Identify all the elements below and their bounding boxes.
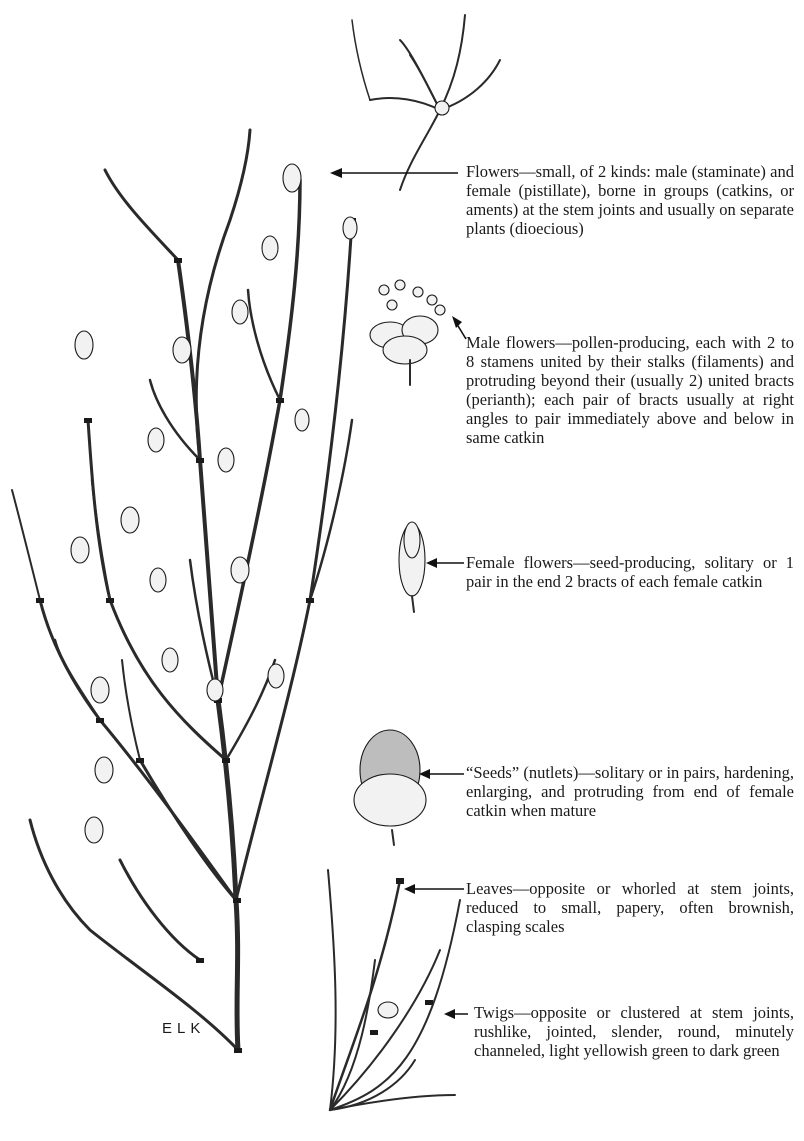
main-plant-stems (12, 130, 352, 1050)
lower-twig-sketch (328, 870, 460, 1110)
seed-nutlets (354, 730, 426, 845)
female-flower (399, 522, 425, 612)
male-flowers-caption: Male flowers—pollen-producing, each with… (466, 333, 794, 447)
artist-initials: ELK (162, 1020, 205, 1037)
leaves-caption: Leaves—opposite or whorled at stem joint… (466, 879, 794, 936)
leader-lines (330, 168, 468, 1019)
flowers-caption: Flowers—small, of 2 kinds: male (stamina… (466, 162, 794, 238)
male-flower-cluster (370, 280, 445, 385)
female-flowers-caption: Female flowers—seed-producing, solitary … (466, 553, 794, 591)
twigs-caption: Twigs—opposite or clustered at stem join… (474, 1003, 794, 1060)
seeds-caption: “Seeds” (nutlets)—solitary or in pairs, … (466, 763, 794, 820)
